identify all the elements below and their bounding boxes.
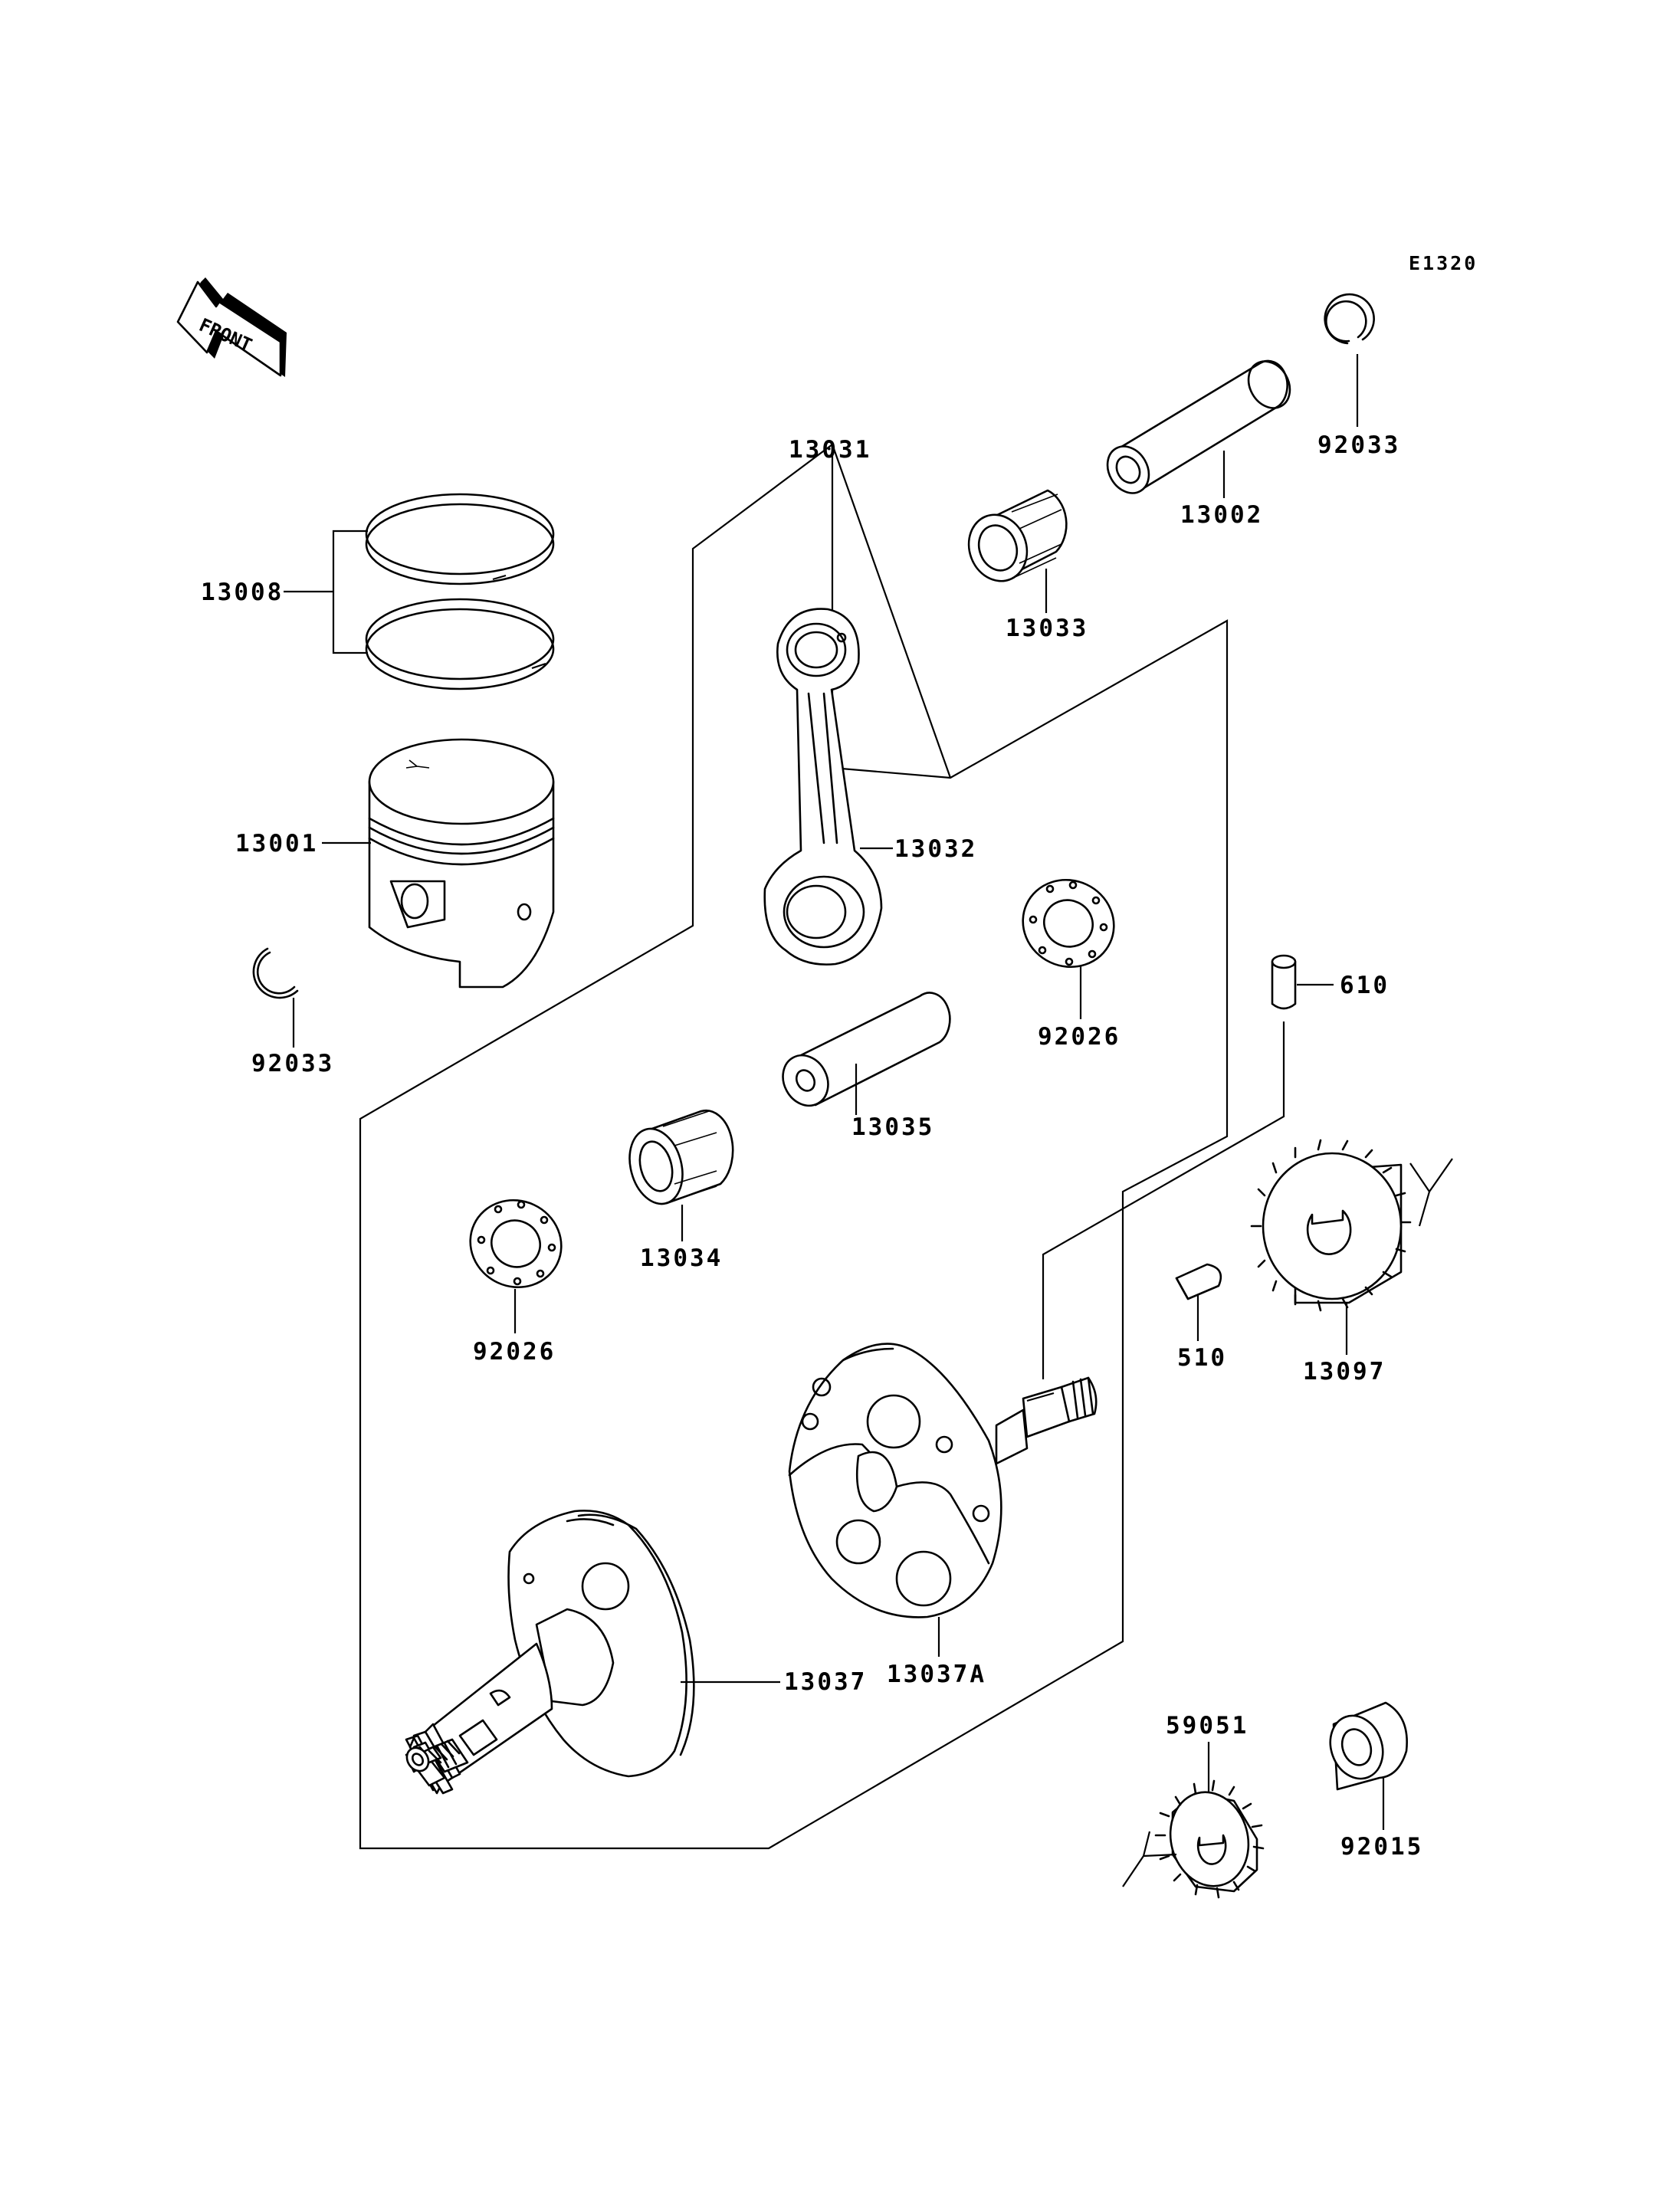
label-92026-left: 92026 (473, 1338, 556, 1366)
nut (1329, 1701, 1408, 1791)
label-13034: 13034 (640, 1244, 723, 1272)
label-13033: 13033 (1006, 615, 1088, 642)
diagram-code: E1320 (1409, 252, 1478, 274)
small-end-bearing (967, 489, 1068, 582)
thrust-washer-right (1022, 878, 1115, 969)
piston-rings (365, 493, 555, 690)
label-13032: 13032 (894, 835, 977, 863)
leader-610-path (1042, 1021, 1285, 1379)
front-arrow-icon: FRONT (176, 277, 287, 377)
label-13097: 13097 (1303, 1358, 1386, 1385)
label-610: 610 (1340, 972, 1390, 999)
label-59051: 59051 (1166, 1712, 1249, 1740)
label-13002: 13002 (1180, 501, 1263, 529)
label-13001: 13001 (235, 830, 318, 857)
crankshaft-half-left (405, 1510, 695, 1795)
assembly-13031-outline (359, 444, 1229, 1850)
connecting-rod (763, 608, 883, 966)
crank-pin (782, 992, 951, 1107)
big-end-bearing (628, 1109, 734, 1205)
thrust-washer-left (469, 1199, 563, 1289)
crankshaft-half-right (788, 1343, 1098, 1618)
label-92015: 92015 (1340, 1833, 1423, 1861)
label-13037: 13037 (784, 1668, 867, 1696)
label-13037A: 13037A (887, 1661, 986, 1688)
woodruff-key (1175, 1263, 1222, 1300)
label-13008: 13008 (201, 579, 284, 606)
gear-59051 (1122, 1779, 1265, 1899)
label-13031: 13031 (789, 436, 871, 464)
dowel-pin (1271, 954, 1297, 1010)
piston-pin (1106, 359, 1291, 494)
gear-13097 (1250, 1139, 1453, 1312)
circlip-left (252, 947, 299, 999)
label-92026-right: 92026 (1038, 1023, 1121, 1051)
label-13035: 13035 (851, 1113, 934, 1141)
piston (368, 738, 555, 989)
label-92033-left: 92033 (251, 1050, 334, 1077)
label-510: 510 (1177, 1344, 1227, 1372)
label-92033-right: 92033 (1317, 431, 1400, 459)
